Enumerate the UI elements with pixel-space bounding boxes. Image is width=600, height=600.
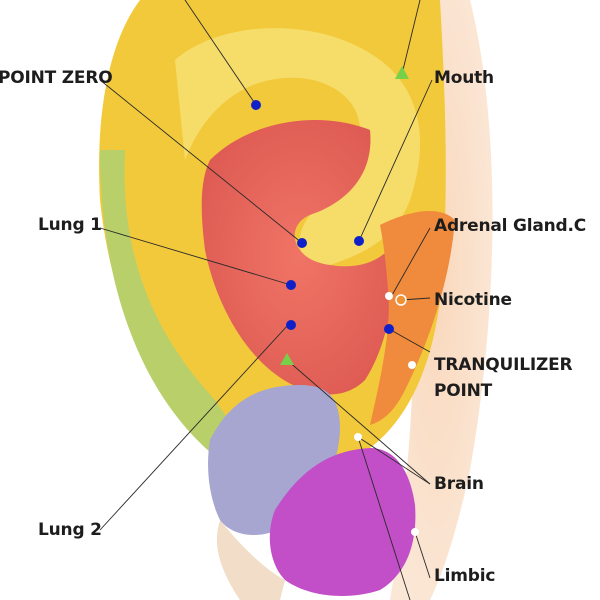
acupoints — [251, 66, 419, 536]
label-lung1: Lung 1 — [38, 215, 102, 235]
point-adrenal-dot — [385, 292, 393, 300]
leader-brain-2 — [357, 436, 431, 485]
point-zero-dot — [297, 238, 307, 248]
point-mouth-dot — [354, 236, 364, 246]
point-limbic-dot — [411, 528, 419, 536]
lobe-shadow — [216, 520, 285, 600]
leader-mouth — [358, 79, 433, 242]
point-tranquilizer-dot — [384, 324, 394, 334]
antihelix-region — [175, 28, 420, 266]
leader-point-zero — [99, 79, 303, 244]
leader-adrenal — [390, 227, 431, 298]
point-brain-dot — [354, 433, 362, 441]
point-lung2-dot — [286, 320, 296, 330]
point-green-lower-triangle — [280, 353, 294, 365]
label-lung2: Lung 2 — [38, 520, 102, 540]
leader-tranquilizer — [388, 328, 431, 353]
leader-lines — [99, 0, 433, 600]
label-limbic: Limbic — [434, 566, 496, 586]
leader-brain — [286, 359, 431, 485]
leader-bottom — [357, 436, 411, 600]
point-lung1-dot — [286, 280, 296, 290]
label-brain: Brain — [434, 474, 484, 494]
point-upper-helix — [251, 100, 261, 110]
label-nicotine: Nicotine — [434, 290, 512, 310]
point-nicotine-dot — [395, 294, 407, 306]
leader-top — [184, 0, 257, 106]
label-adrenal-gland: Adrenal Gland.C — [434, 216, 587, 236]
leader-lung1 — [99, 227, 292, 286]
label-mouth: Mouth — [434, 68, 494, 88]
lobe-lower-region — [269, 448, 416, 596]
concha-region — [201, 120, 396, 395]
point-green-upper-triangle — [395, 66, 409, 79]
point-tragus-white-dot — [408, 361, 416, 369]
label-tranquilizer-line2: POINT — [434, 381, 493, 401]
leader-limbic — [414, 531, 431, 579]
label-point-zero: POINT ZERO — [0, 68, 113, 88]
tragus-region — [370, 210, 455, 425]
leader-lung2 — [99, 324, 289, 531]
green-rim-region — [100, 150, 232, 452]
label-tranquilizer-line1: TRANQUILIZER — [434, 355, 573, 375]
leader-top-right — [401, 0, 421, 75]
